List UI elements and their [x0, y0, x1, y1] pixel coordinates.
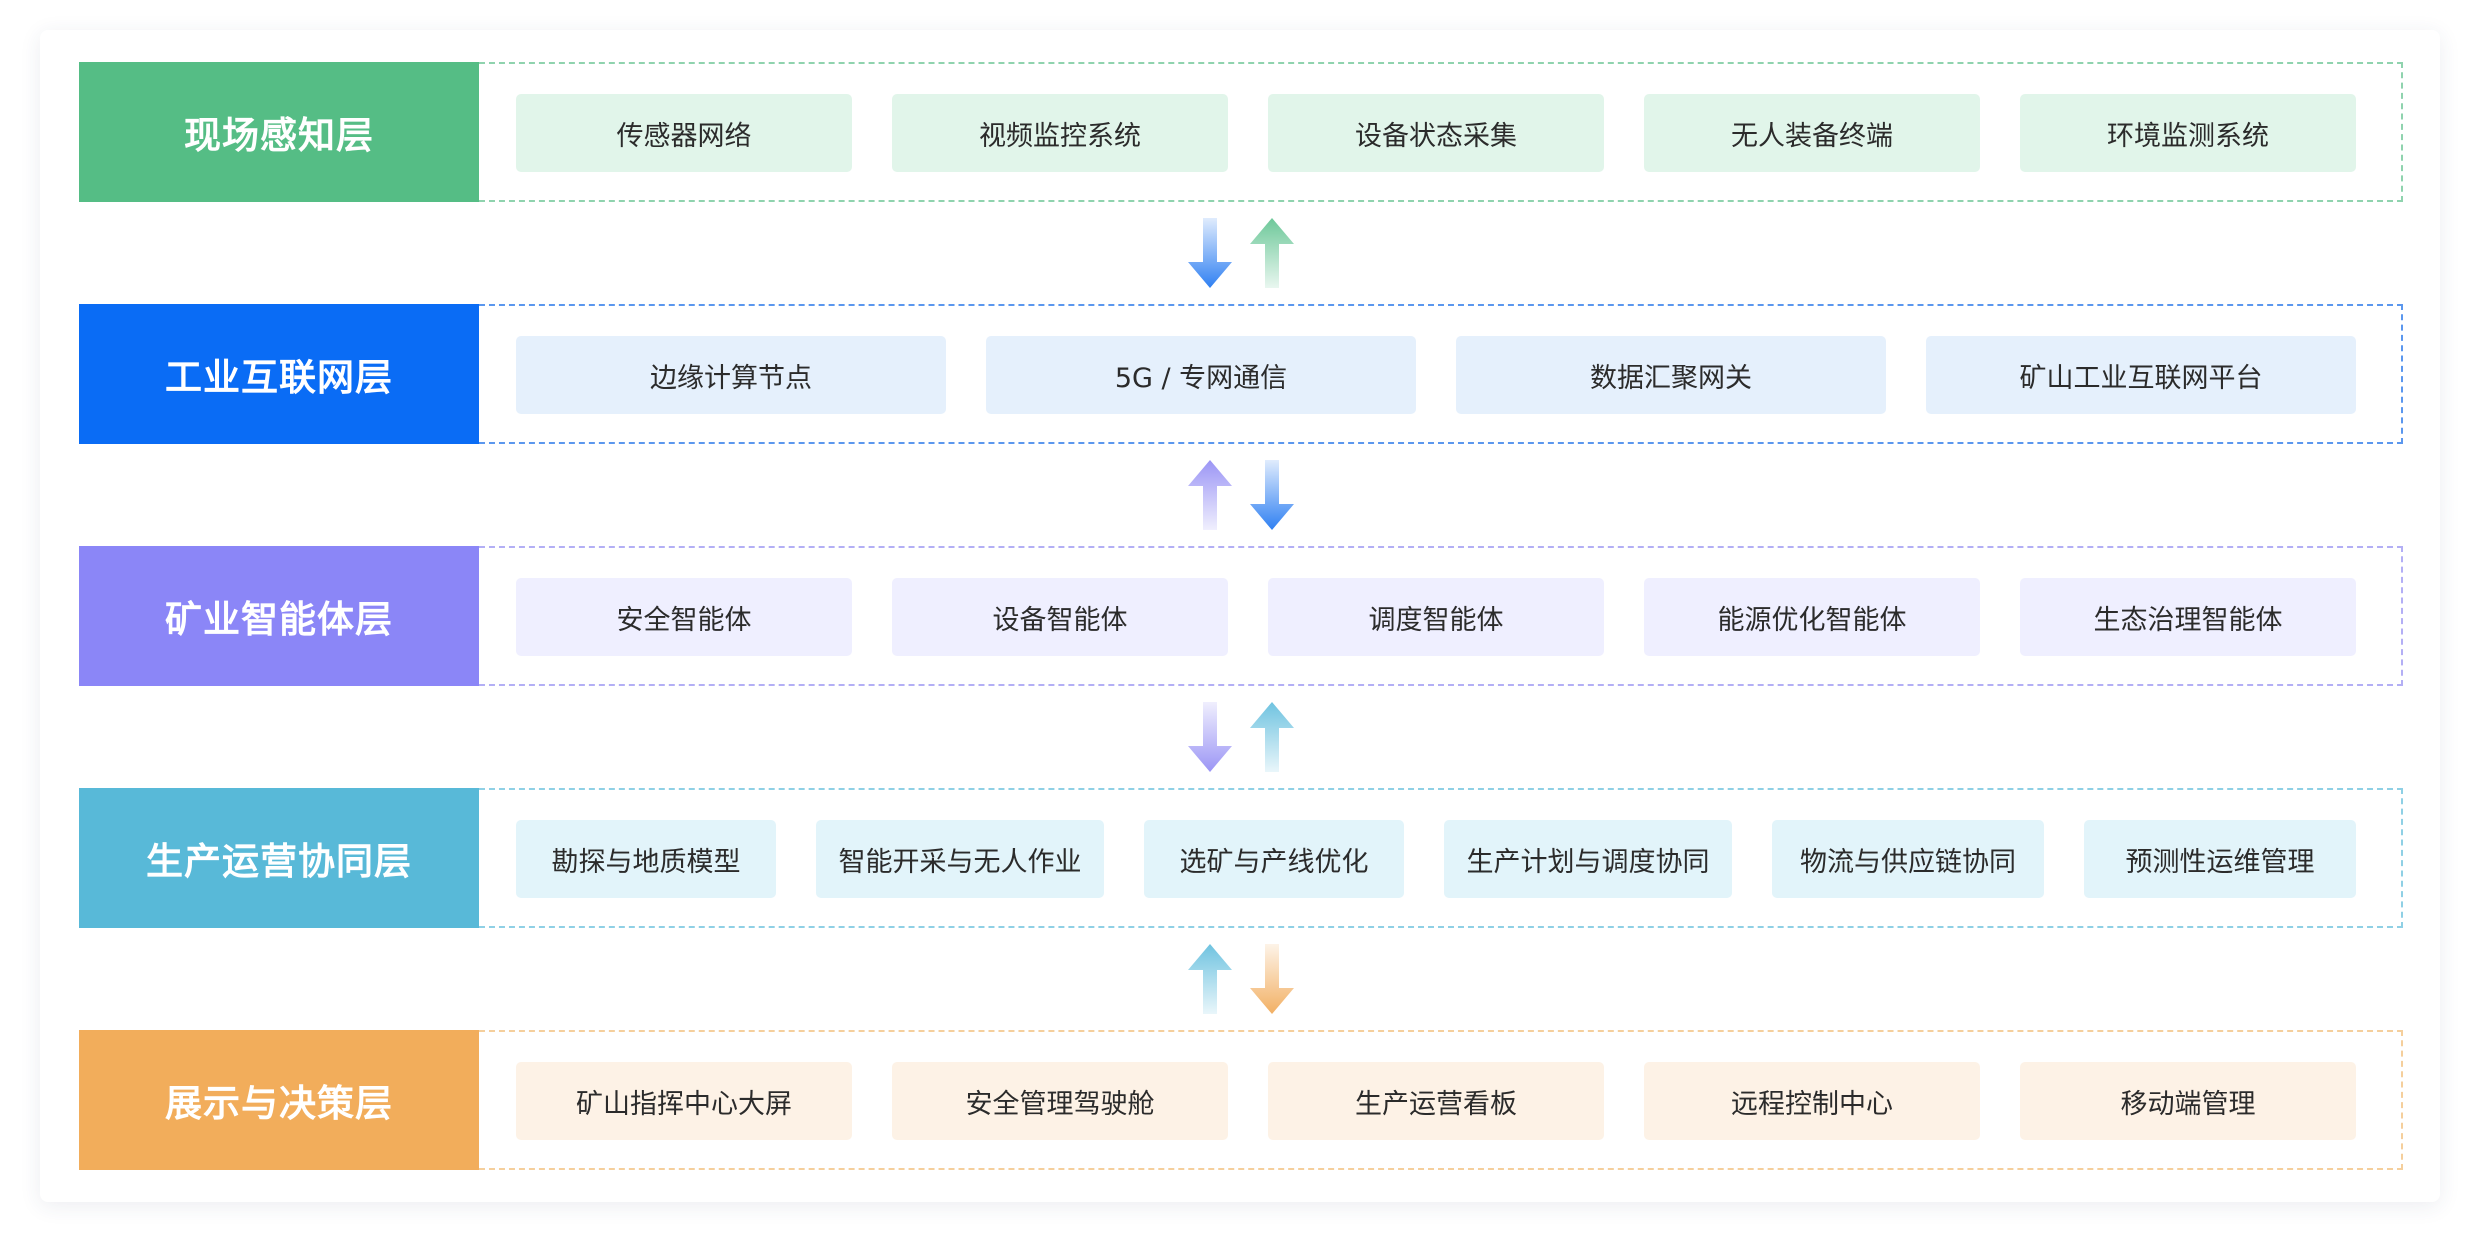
- layer-item: 视频监控系统: [892, 94, 1228, 172]
- layer-item: 数据汇聚网关: [1456, 336, 1886, 414]
- layer-item: 能源优化智能体: [1644, 578, 1980, 656]
- layer-item: 边缘计算节点: [516, 336, 946, 414]
- layer-item: 设备状态采集: [1268, 94, 1604, 172]
- layer-item: 生态治理智能体: [2020, 578, 2356, 656]
- connector-3-right-arrow-icon: [1248, 944, 1296, 1014]
- layer-item: 安全管理驾驶舱: [892, 1062, 1228, 1140]
- layer-perception: 现场感知层 传感器网络 视频监控系统 设备状态采集 无人装备终端 环境监测系统: [79, 62, 2403, 202]
- layer-items-box: 勘探与地质模型 智能开采与无人作业 选矿与产线优化 生产计划与调度协同 物流与供…: [479, 788, 2403, 928]
- layer-display-decision: 展示与决策层 矿山指挥中心大屏 安全管理驾驶舱 生产运营看板 远程控制中心 移动…: [79, 1030, 2403, 1170]
- layer-items-box: 矿山指挥中心大屏 安全管理驾驶舱 生产运营看板 远程控制中心 移动端管理: [479, 1030, 2403, 1170]
- connector-1-right-arrow-icon: [1248, 460, 1296, 530]
- layer-industrial-internet: 工业互联网层 边缘计算节点 5G / 专网通信 数据汇聚网关 矿山工业互联网平台: [79, 304, 2403, 444]
- layer-mining-agents: 矿业智能体层 安全智能体 设备智能体 调度智能体 能源优化智能体 生态治理智能体: [79, 546, 2403, 686]
- layer-item: 矿山工业互联网平台: [1926, 336, 2356, 414]
- layer-item: 勘探与地质模型: [516, 820, 776, 898]
- layer-items-box: 安全智能体 设备智能体 调度智能体 能源优化智能体 生态治理智能体: [479, 546, 2403, 686]
- layer-title: 展示与决策层: [79, 1030, 479, 1170]
- layer-title: 生产运营协同层: [79, 788, 479, 928]
- layer-item: 安全智能体: [516, 578, 852, 656]
- layer-item: 无人装备终端: [1644, 94, 1980, 172]
- connector-2-right-arrow-icon: [1248, 702, 1296, 772]
- connector-1-left-arrow-icon: [1186, 460, 1234, 530]
- layer-title: 工业互联网层: [79, 304, 479, 444]
- layer-item: 选矿与产线优化: [1144, 820, 1404, 898]
- layer-item: 矿山指挥中心大屏: [516, 1062, 852, 1140]
- layer-items-box: 边缘计算节点 5G / 专网通信 数据汇聚网关 矿山工业互联网平台: [479, 304, 2403, 444]
- layer-item: 调度智能体: [1268, 578, 1604, 656]
- layer-item: 移动端管理: [2020, 1062, 2356, 1140]
- connector-0-right-arrow-icon: [1248, 218, 1296, 288]
- connector-0-left-arrow-icon: [1186, 218, 1234, 288]
- layer-item: 生产计划与调度协同: [1444, 820, 1732, 898]
- layer-production-collaboration: 生产运营协同层 勘探与地质模型 智能开采与无人作业 选矿与产线优化 生产计划与调…: [79, 788, 2403, 928]
- layer-item: 生产运营看板: [1268, 1062, 1604, 1140]
- layer-item: 设备智能体: [892, 578, 1228, 656]
- layer-title: 现场感知层: [79, 62, 479, 202]
- layer-item: 物流与供应链协同: [1772, 820, 2044, 898]
- connector-2-left-arrow-icon: [1186, 702, 1234, 772]
- layer-item: 预测性运维管理: [2084, 820, 2356, 898]
- layer-item: 环境监测系统: [2020, 94, 2356, 172]
- layer-item: 5G / 专网通信: [986, 336, 1416, 414]
- layer-items-box: 传感器网络 视频监控系统 设备状态采集 无人装备终端 环境监测系统: [479, 62, 2403, 202]
- layer-item: 远程控制中心: [1644, 1062, 1980, 1140]
- layer-item: 智能开采与无人作业: [816, 820, 1104, 898]
- layer-title: 矿业智能体层: [79, 546, 479, 686]
- connector-3-left-arrow-icon: [1186, 944, 1234, 1014]
- layer-item: 传感器网络: [516, 94, 852, 172]
